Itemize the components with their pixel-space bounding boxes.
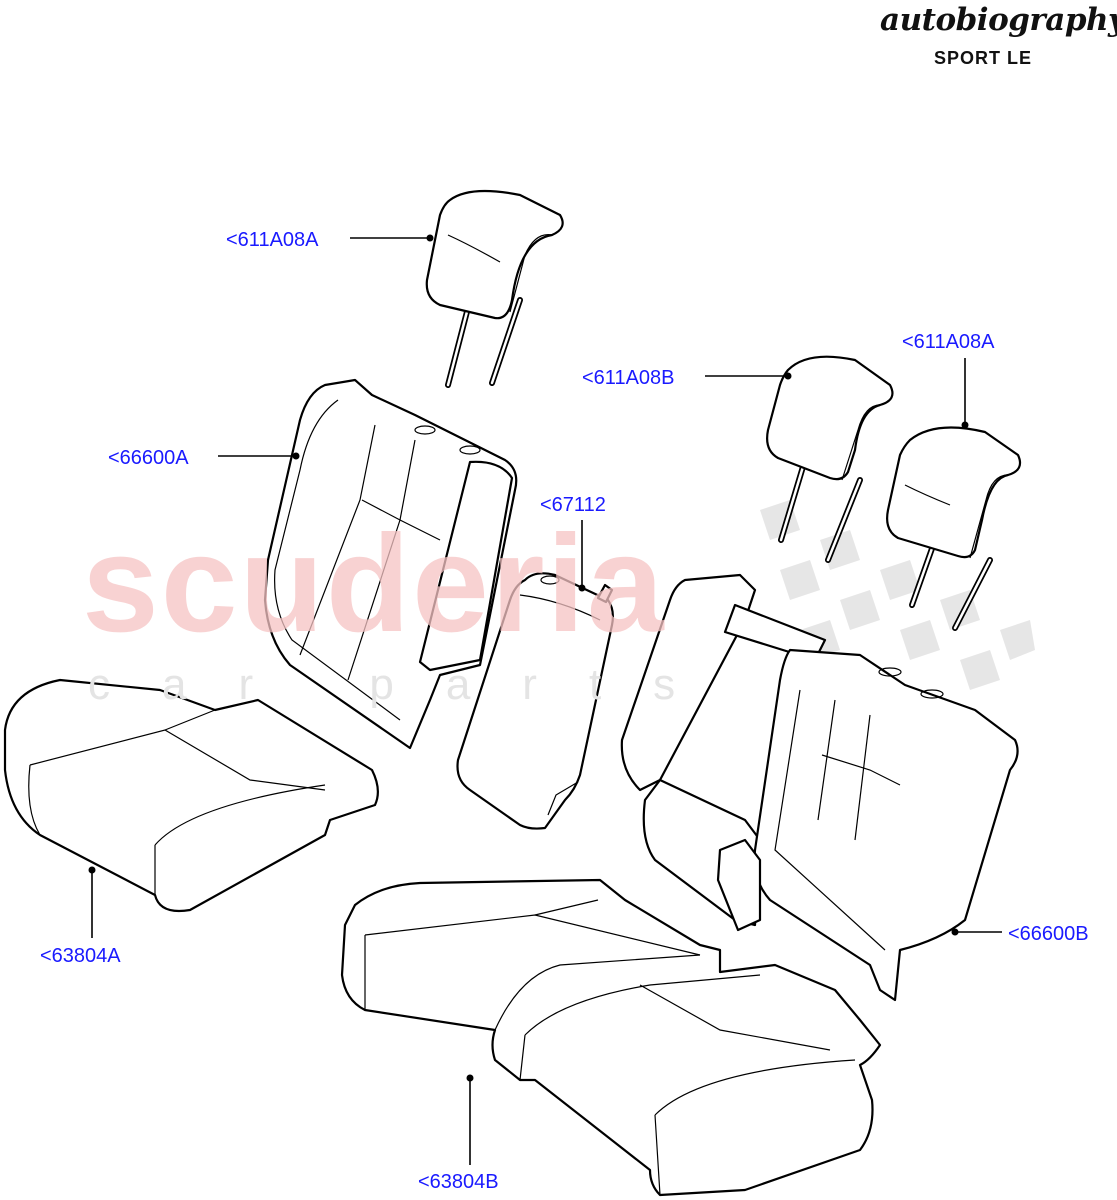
- headrest-front: [425, 189, 564, 388]
- callout-headrest-rear-left[interactable]: <611A08B: [582, 367, 675, 389]
- headrest-rear-right: [886, 426, 1022, 631]
- checkered-flag-watermark: [760, 500, 1035, 690]
- seat-back-right: [620, 573, 1019, 1002]
- leader-lines: [88, 234, 1002, 1165]
- seat-back-left: [263, 378, 518, 750]
- autobiography-logo: autobiography: [880, 2, 1117, 38]
- edition-label: SPORT LE: [934, 48, 1033, 68]
- armrest: [456, 572, 614, 830]
- cushion-right: [340, 878, 882, 1197]
- callout-headrest-front[interactable]: <611A08A: [226, 229, 319, 251]
- callout-headrest-rear-right[interactable]: <611A08A: [902, 331, 995, 353]
- headrest-rear-left: [766, 355, 894, 563]
- callout-armrest[interactable]: <67112: [540, 494, 606, 516]
- cushion-left: [3, 678, 379, 913]
- watermark-logo-text: scuderia: [82, 507, 666, 661]
- callout-seat-back-left[interactable]: <66600A: [108, 447, 189, 469]
- watermark-sub-text: car parts: [88, 660, 728, 709]
- callout-seat-back-right[interactable]: <66600B: [1008, 923, 1089, 945]
- callout-cushion-left[interactable]: <63804A: [40, 945, 121, 967]
- callout-cushion-right[interactable]: <63804B: [418, 1171, 499, 1193]
